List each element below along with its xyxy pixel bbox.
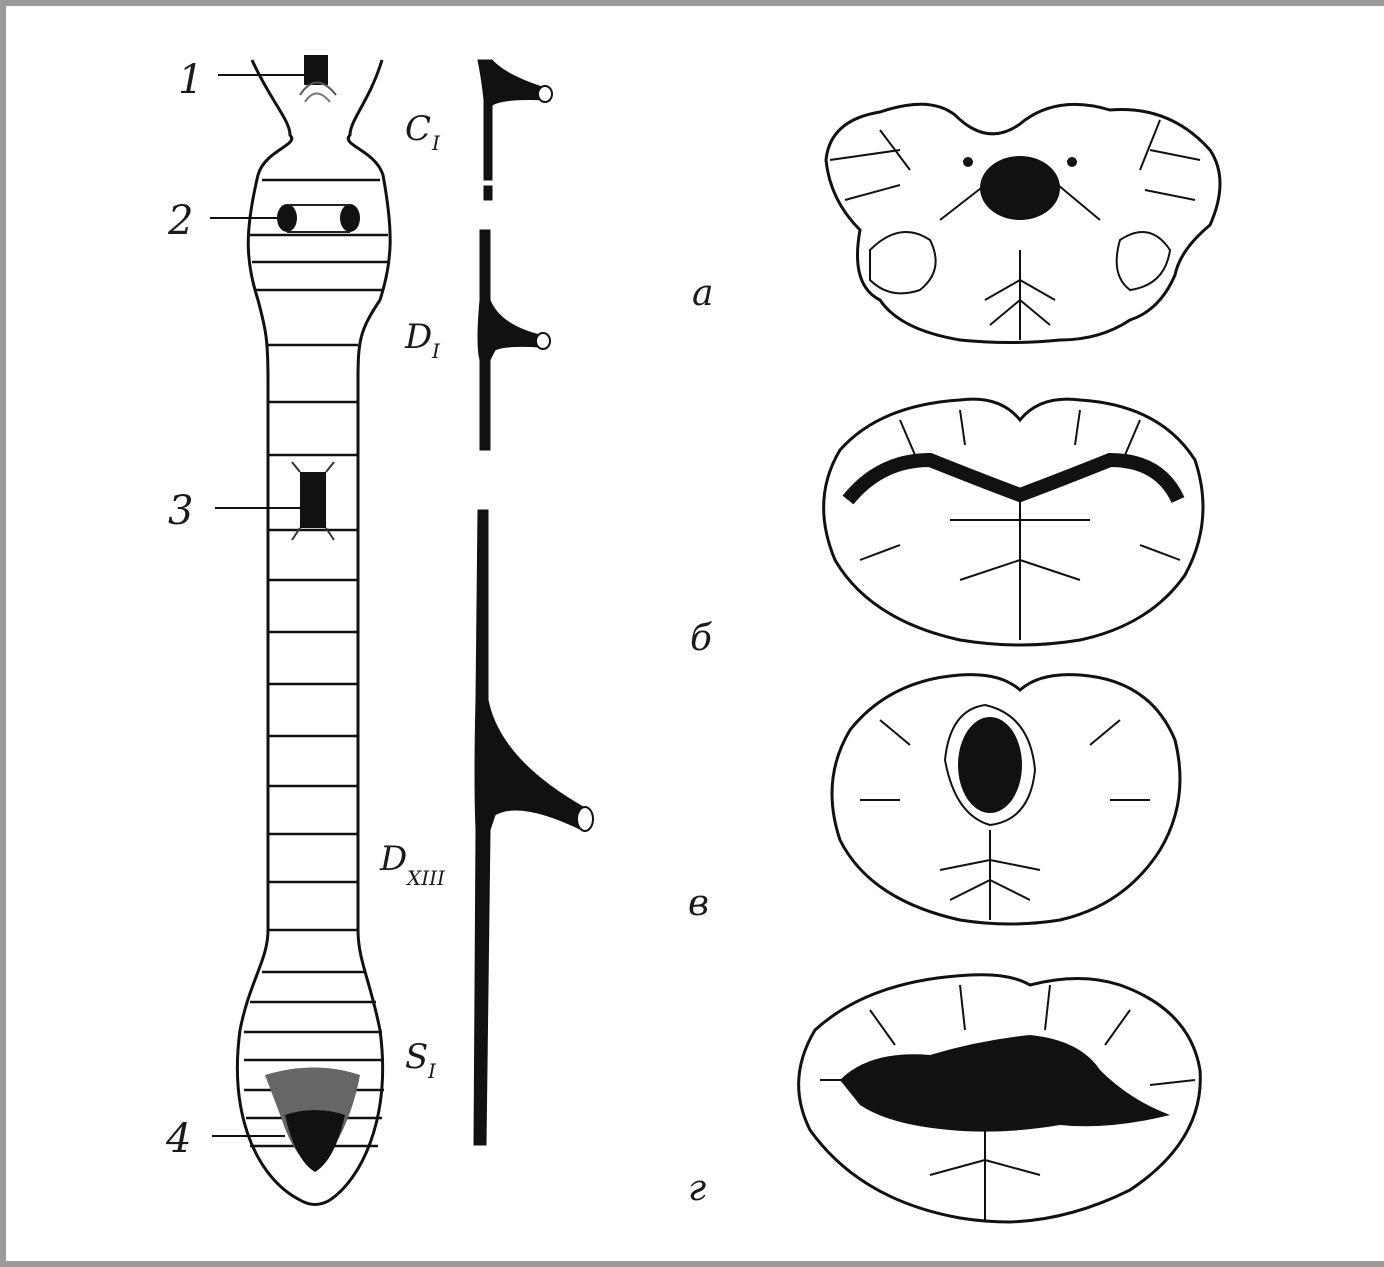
segment-label-d1: D I [404,317,441,363]
section-label-b: б [690,618,713,659]
lesion-section-v [958,717,1022,813]
dot-marker [963,157,973,167]
svg-text:I: I [431,339,441,363]
dot-marker [1067,157,1077,167]
section-label-a: а [692,273,713,314]
svg-text:I: I [431,131,441,155]
lesion-section-g [840,1035,1170,1132]
artery-branch-end [536,333,550,349]
lesion-4 [265,1068,360,1173]
segment-label-c1: C I [405,109,441,155]
segment-label-s1: S I [405,1037,437,1083]
cord-label-2: 2 [167,198,193,244]
lesion-1 [300,55,336,102]
svg-text:S: S [405,1037,428,1077]
lesion-2 [277,204,360,232]
svg-text:D: D [404,317,432,357]
svg-text:I: I [427,1059,437,1083]
segment-label-d13: D XIII [379,839,446,890]
section-label-v: в [688,883,709,924]
artery-profile [474,60,585,1145]
lesion-section-a [980,156,1060,220]
cord-label-3: 3 [168,488,193,534]
svg-text:C: C [405,109,431,149]
svg-text:XIII: XIII [405,866,446,890]
svg-text:D: D [379,839,407,879]
artery-branch-end [577,807,593,831]
cord-label-4: 4 [165,1116,191,1162]
artery-branch-end [538,86,552,102]
section-label-g: г [688,1168,706,1209]
cross-section-b [824,399,1203,645]
lesion-3 [292,462,334,540]
cord-label-1: 1 [178,57,203,103]
cross-section-a [826,104,1220,342]
